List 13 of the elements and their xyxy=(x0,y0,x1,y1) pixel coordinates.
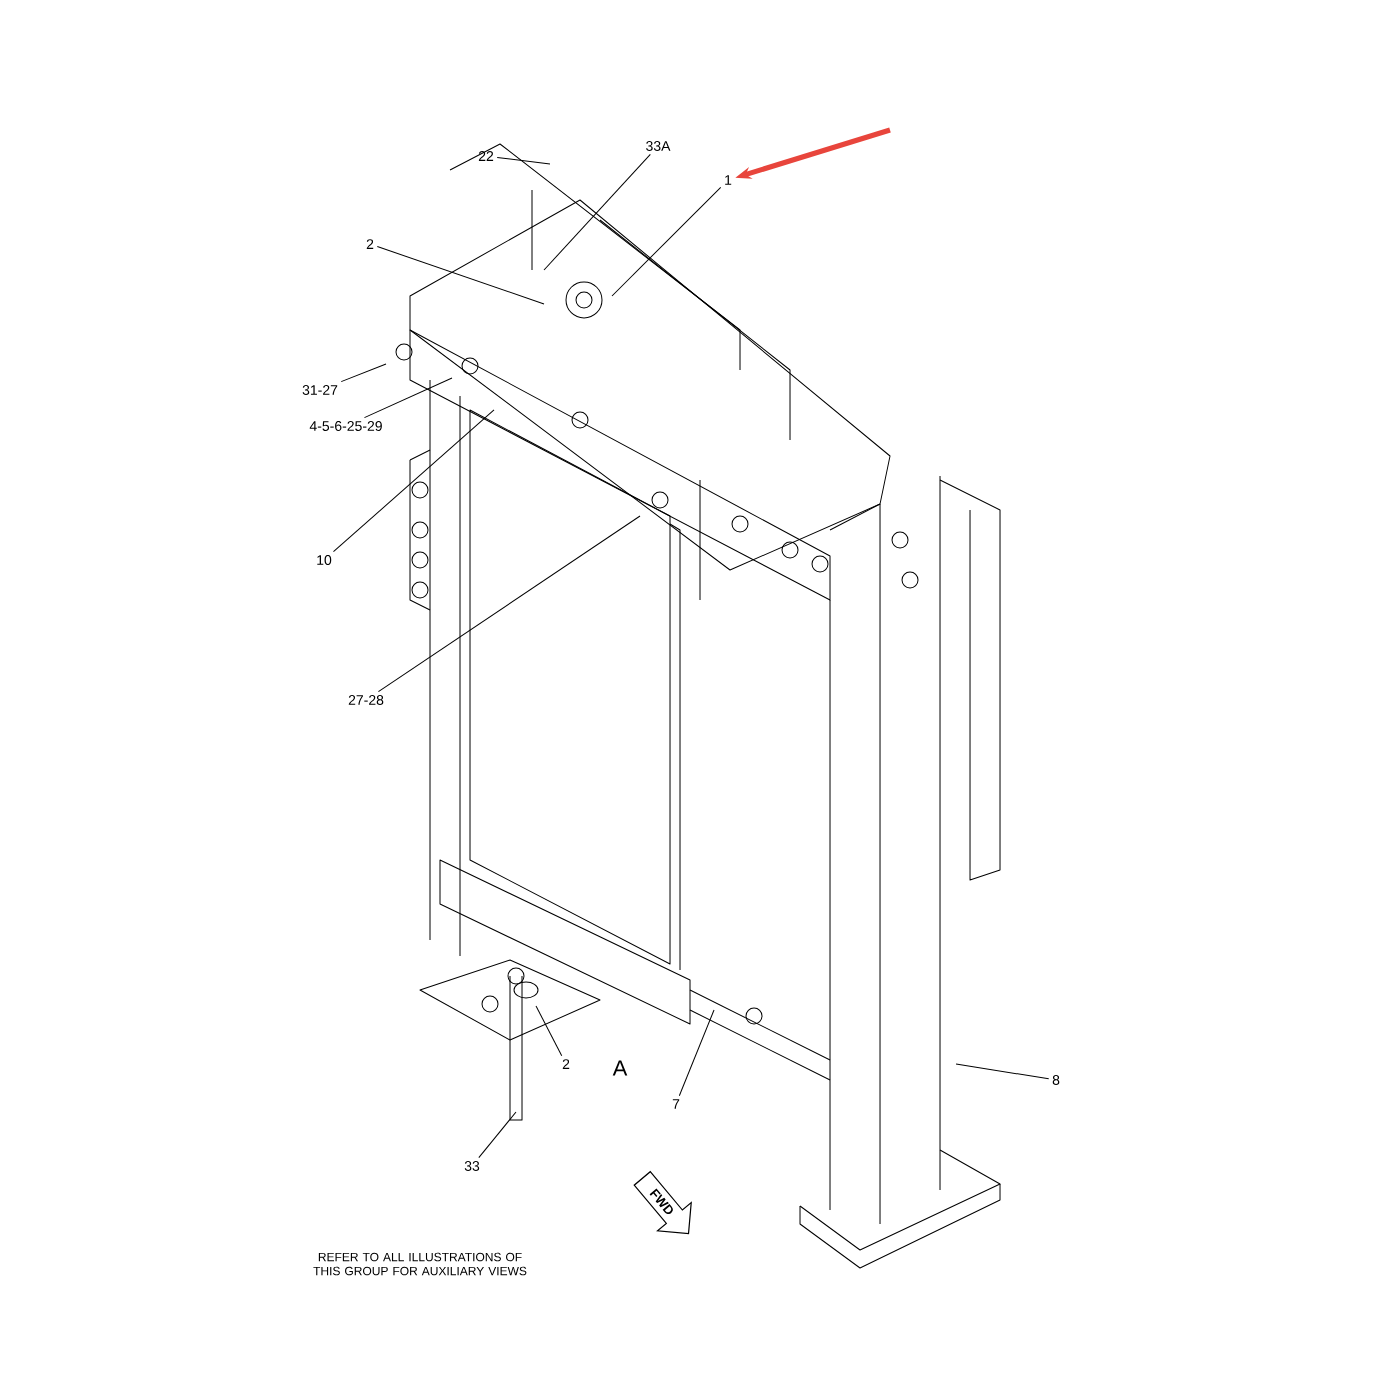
leader-line xyxy=(376,246,545,305)
leader-line xyxy=(611,186,722,297)
view-letter: A xyxy=(612,1060,628,1076)
leader-line xyxy=(535,1005,563,1057)
leader-line xyxy=(340,363,387,383)
leader-line xyxy=(543,153,651,271)
leader-line xyxy=(955,1063,1050,1080)
leader-line xyxy=(377,515,641,693)
leader-line xyxy=(478,1111,517,1159)
leader-line xyxy=(496,156,551,165)
leader-line xyxy=(363,377,453,419)
leader-line xyxy=(332,409,495,553)
leader-line xyxy=(678,1009,715,1097)
